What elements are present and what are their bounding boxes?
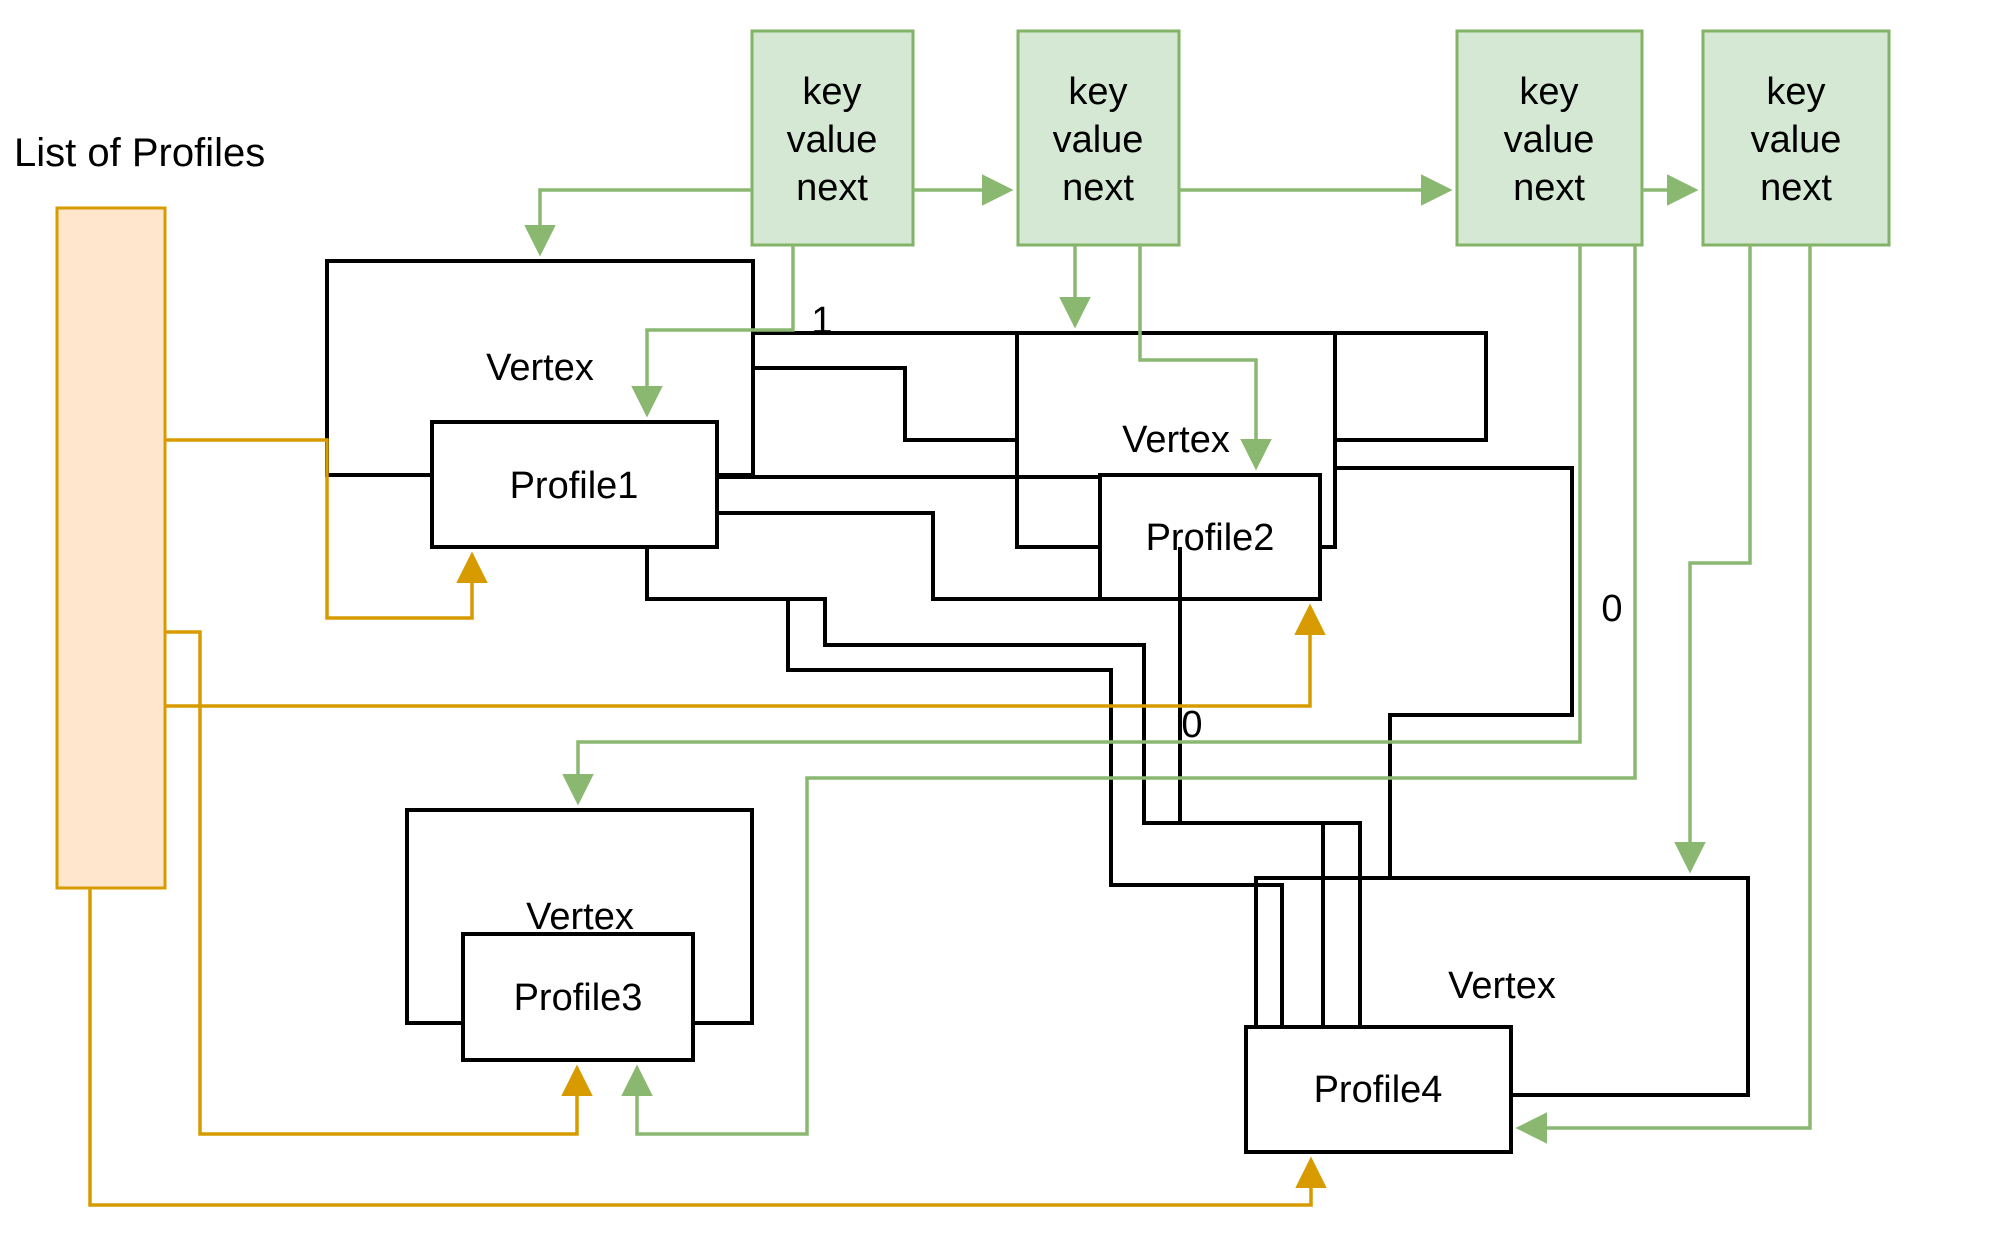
green-arrow-node4-to-vertex4: [1674, 245, 1752, 874]
hash-node-1-box: [750, 29, 915, 247]
edge-weight-label-0a: 0: [1181, 704, 1202, 746]
profile-2-label: Profile2: [1146, 517, 1275, 559]
green-arrow-node1-to-vertex1: [524, 188, 752, 257]
vertex-4-label: Vertex: [1448, 965, 1556, 1007]
profile-3-label: Profile3: [514, 977, 643, 1019]
vertex-1-label: Vertex: [486, 347, 594, 389]
edge-vertex2-to-vertex4: [1335, 466, 1574, 878]
hash-node-4-line-key: key: [1766, 71, 1825, 113]
hash-node-2-line-value: value: [1053, 119, 1144, 161]
green-arrow-node3-to-profile3: [621, 245, 1637, 1136]
list-of-profiles-title: List of Profiles: [14, 131, 265, 175]
hash-node-4-line-next: next: [1760, 167, 1832, 209]
hash-node-1-line-key: key: [802, 71, 861, 113]
vertex-2-label: Vertex: [1122, 419, 1230, 461]
green-arrow-node1-to-profile1: [631, 245, 795, 418]
edge-weight-label-0b: 0: [1601, 588, 1622, 630]
hash-node-1-line-value: value: [787, 119, 878, 161]
vertex-3-label: Vertex: [526, 896, 634, 938]
edge-vertex1-to-vertex2: [753, 366, 1017, 442]
profile-3-box: [461, 932, 695, 1062]
hash-node-2-box: [1016, 29, 1181, 247]
edge-profile1-to-profile2-alt: [717, 511, 1100, 601]
orange-arrow-list-to-profile2: [165, 603, 1326, 708]
hash-node-2-line-key: key: [1068, 71, 1127, 113]
orange-arrow-list-to-profile4: [88, 888, 1327, 1207]
profile-1-box: [430, 420, 719, 549]
list-of-profiles-box: [55, 206, 167, 890]
edge-vertex1-to-vertex2-alt: [753, 331, 1488, 442]
hash-node-3-line-key: key: [1519, 71, 1578, 113]
edge-profile2-to-profile4: [1178, 547, 1325, 1027]
profile-2-box: [1098, 473, 1322, 601]
profile-4-box: [1244, 1025, 1513, 1154]
hash-node-2-line-next: next: [1062, 167, 1134, 209]
profile-1-label: Profile1: [510, 465, 639, 507]
hash-node-3-line-value: value: [1504, 119, 1595, 161]
green-arrow-node3-to-vertex3: [562, 245, 1582, 806]
hash-node-3-line-next: next: [1513, 167, 1585, 209]
hash-node-1-line-next: next: [796, 167, 868, 209]
green-arrow-node2-to-profile2: [1138, 245, 1272, 471]
orange-arrow-list-to-profile1: [165, 438, 488, 620]
profile-4-label: Profile4: [1314, 1069, 1443, 1111]
hash-node-3-box: [1455, 29, 1644, 247]
hash-node-4-line-value: value: [1751, 119, 1842, 161]
edge-weight-label-1: 1: [811, 300, 832, 342]
orange-arrow-list-to-profile3: [165, 630, 593, 1136]
green-arrow-node4-to-profile4: [1515, 245, 1812, 1144]
hash-node-4-box: [1701, 29, 1891, 247]
